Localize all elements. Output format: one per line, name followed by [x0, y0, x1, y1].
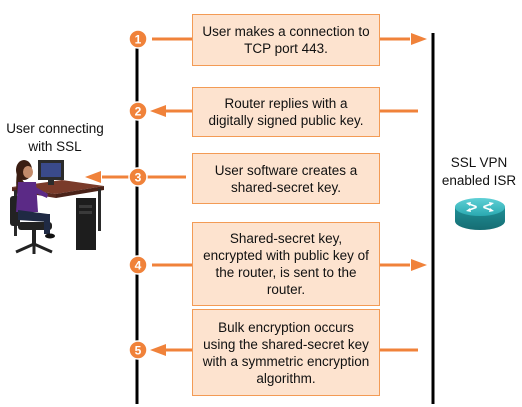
step-5-number: 5: [135, 344, 142, 358]
step-3-box: User software creates a shared-secret ke…: [192, 153, 380, 204]
step-2-badge: 2: [128, 101, 148, 121]
step-1-number: 1: [135, 33, 142, 47]
step-2-box: Router replies with a digitally signed p…: [192, 87, 380, 137]
router-icon: [455, 198, 505, 230]
step-2-number: 2: [135, 105, 142, 119]
step-4-badge: 4: [128, 255, 148, 275]
step-1-box: User makes a connection to TCP port 443.: [192, 14, 380, 66]
user-at-computer-desk-icon: [10, 160, 104, 254]
step-3-number: 3: [135, 171, 142, 185]
step-5-box: Bulk encryption occurs using the shared-…: [192, 309, 380, 396]
step-4-box: Shared-secret key, encrypted with public…: [192, 222, 380, 306]
client-label: User connecting with SSL: [6, 121, 104, 154]
step-5-badge: 5: [128, 340, 148, 360]
step-1-badge: 1: [128, 29, 148, 49]
step-3-badge: 3: [128, 167, 148, 187]
step-4-number: 4: [135, 259, 142, 273]
router-label: SSL VPN enabled ISR: [441, 155, 517, 188]
